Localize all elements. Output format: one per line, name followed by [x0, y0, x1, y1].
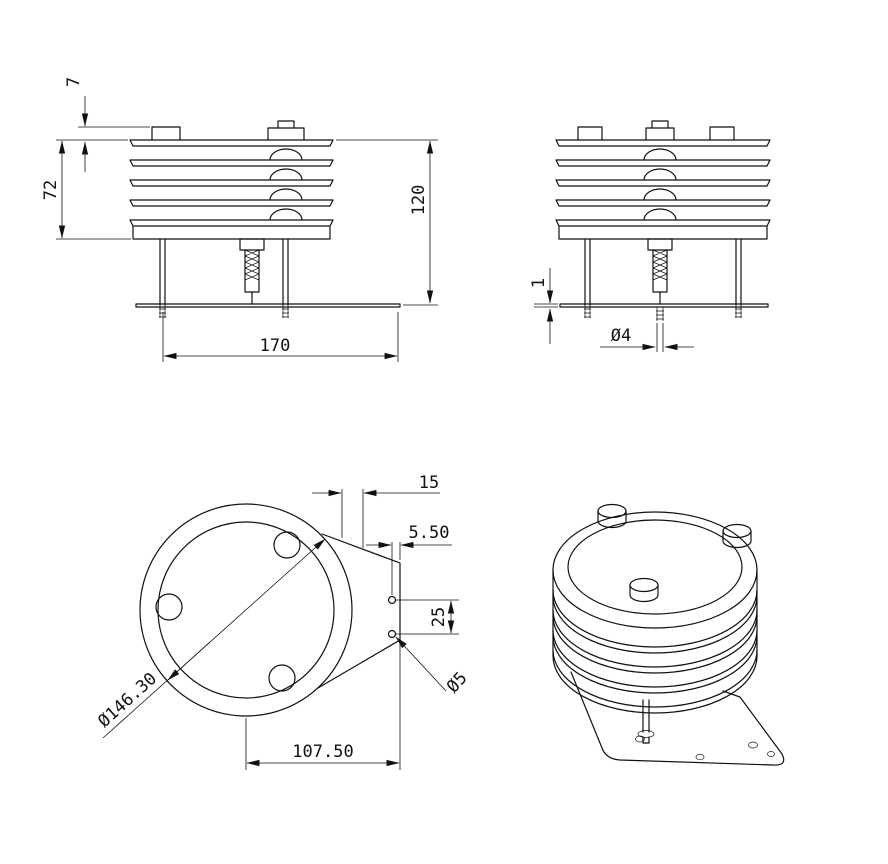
- cap-cylinder-top: [597, 503, 627, 519]
- leg-bolts: [584, 305, 742, 318]
- base-plate: [135, 303, 401, 308]
- dim-bolt-dia: Ø4: [611, 326, 631, 346]
- inner-spacer-domes: [269, 148, 303, 221]
- cap-cylinder-sides: [597, 510, 752, 603]
- dim-d5-leader: [395, 636, 447, 692]
- top-rim-outer: [552, 511, 758, 629]
- dim-base-width: 170: [260, 336, 291, 356]
- base-hole: [767, 751, 775, 757]
- center-bolt: [656, 307, 664, 321]
- dim-cap-height: 7: [64, 77, 84, 87]
- mount-tab: [317, 533, 401, 689]
- tab-hole: [387, 629, 397, 639]
- dim-shield-height: 72: [41, 180, 61, 200]
- dim-tab-hole-dia: Ø5: [443, 668, 472, 697]
- dim-base-thickness: 1: [529, 278, 549, 288]
- plate-stack-arcs: [552, 589, 758, 714]
- plan-extension-lines: [245, 489, 459, 770]
- diameter-line-arrow: [167, 641, 211, 681]
- side-extension-lines: [534, 303, 664, 352]
- sensor-probe: [239, 238, 265, 305]
- cap-hole: [155, 593, 183, 621]
- top-rim-inner: [567, 519, 743, 615]
- base-bracket: [570, 671, 785, 766]
- inner-circle: [157, 521, 335, 699]
- base-hole: [748, 741, 758, 749]
- cap-cylinder-top: [629, 577, 659, 593]
- sensor-probe: [647, 238, 673, 305]
- center-rod: [642, 699, 650, 744]
- base-plate: [559, 303, 769, 308]
- top-caps: [577, 120, 735, 141]
- sensor-hatch: [652, 249, 668, 281]
- inner-spacer-domes: [643, 148, 677, 221]
- top-caps: [151, 120, 305, 141]
- tab-hole: [387, 595, 397, 605]
- cap-hole: [268, 664, 296, 692]
- isometric-view: [552, 503, 785, 766]
- louver-plates: [555, 139, 771, 240]
- front-extension-lines: [56, 126, 438, 362]
- support-legs: [584, 238, 742, 306]
- diameter-line: [102, 538, 326, 739]
- rod-foot: [637, 730, 655, 738]
- louver-plates: [129, 139, 334, 240]
- cap-hole: [273, 531, 301, 559]
- dim-hole-offset: 5.50: [409, 523, 450, 543]
- front-view: 7 72 120 170: [41, 77, 438, 362]
- outer-circle: [139, 503, 353, 717]
- side-view: 1 Ø4: [529, 120, 771, 352]
- plate-stack-edges: [552, 569, 758, 657]
- dim-overall-height: 120: [409, 185, 429, 216]
- base-hole: [695, 753, 705, 761]
- plan-view: 15 5.50 25 Ø5 Ø146.30 107.50: [94, 473, 472, 770]
- support-legs: [159, 238, 289, 306]
- dim-hole-spacing: 25: [429, 607, 449, 627]
- dim-outer-dia: Ø146.30: [94, 669, 161, 732]
- dim-mount-span: 107.50: [292, 742, 353, 762]
- sensor-hatch: [244, 249, 260, 281]
- dim-tab-width: 15: [419, 473, 439, 493]
- leg-bolts: [159, 305, 289, 318]
